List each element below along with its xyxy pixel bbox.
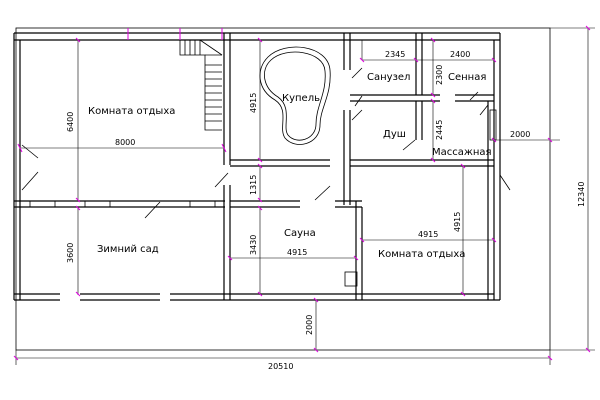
dim-2400: 2400 (450, 50, 470, 59)
room-label-rest-top: Комната отдыха (88, 106, 175, 117)
site-outline (15, 27, 551, 351)
room-label-rest-bottom: Комната отдыха (378, 249, 465, 260)
windows (29, 109, 497, 208)
dim-2300: 2300 (435, 65, 444, 85)
dim-2000-right: 2000 (510, 130, 530, 139)
room-label-shower: Душ (383, 129, 406, 140)
dimension-lines (15, 27, 595, 365)
room-label-sauna: Сауна (284, 228, 316, 239)
sauna-stove (344, 271, 358, 287)
dim-4915-font: 4915 (249, 93, 258, 113)
dim-4915-rest: 4915 (418, 230, 438, 239)
dimension-ticks (13, 25, 591, 361)
dim-12340: 12340 (577, 182, 586, 207)
plunge-pool (259, 46, 331, 145)
door-swings (21, 67, 511, 219)
dim-8000: 8000 (115, 138, 135, 147)
dim-4915-sauna: 4915 (287, 248, 307, 257)
room-label-winter-garden: Зимний сад (97, 244, 159, 255)
dim-6400: 6400 (66, 112, 75, 132)
room-label-bathroom: Санузел (367, 72, 410, 83)
staircase (179, 39, 223, 131)
dim-1315: 1315 (249, 175, 258, 195)
dim-2345: 2345 (385, 50, 405, 59)
dim-2445: 2445 (435, 120, 444, 140)
room-label-massage: Массажная (432, 147, 492, 158)
dim-2000-bottom: 2000 (305, 315, 314, 335)
room-label-font: Купель (282, 93, 320, 104)
dim-3600: 3600 (66, 243, 75, 263)
room-label-hayloft: Сенная (448, 72, 486, 83)
dim-4915-right-vertical: 4915 (453, 212, 462, 232)
dim-3430: 3430 (249, 235, 258, 255)
dim-20510: 20510 (268, 362, 293, 371)
